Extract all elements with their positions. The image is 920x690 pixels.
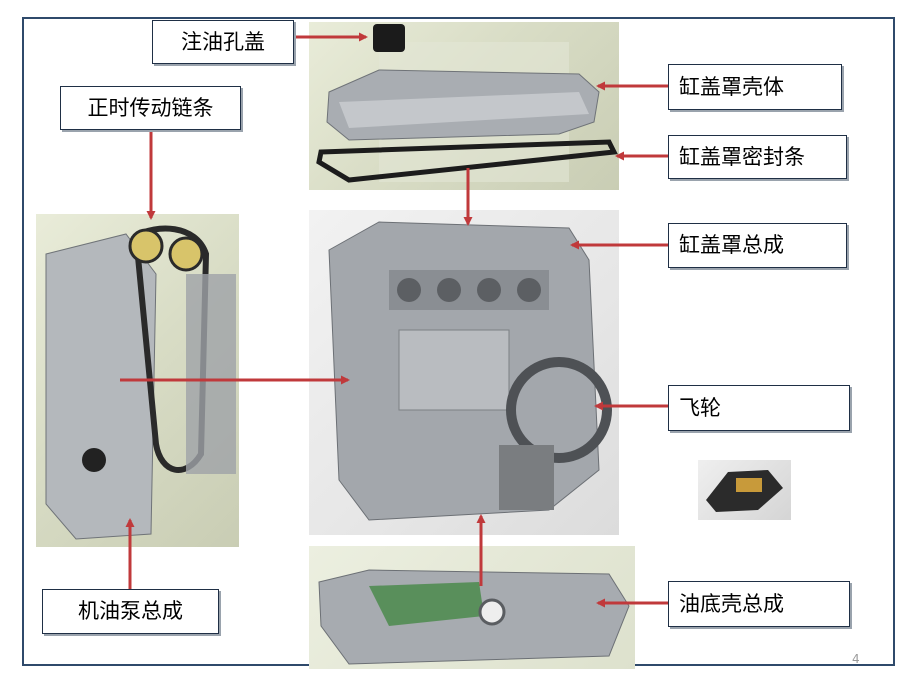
label-oil-pump-assembly: 机油泵总成 xyxy=(42,589,219,634)
label-valve-cover-assembly: 缸盖罩总成 xyxy=(668,223,847,268)
label-timing-chain: 正时传动链条 xyxy=(60,86,241,130)
valve-cover-photo xyxy=(309,22,619,190)
label-valve-cover-gasket: 缸盖罩密封条 xyxy=(668,135,847,179)
page-number: 4 xyxy=(852,652,860,666)
filler-cap-shape xyxy=(373,24,405,52)
label-oil-filler-cap: 注油孔盖 xyxy=(152,20,294,64)
oil-pan-photo xyxy=(309,546,635,669)
label-flywheel: 飞轮 xyxy=(668,385,850,431)
label-oil-pan-assembly: 油底壳总成 xyxy=(668,581,850,627)
engine-assembly-photo xyxy=(309,210,619,535)
label-valve-cover-shell: 缸盖罩壳体 xyxy=(668,64,842,110)
sensor-photo xyxy=(698,460,791,520)
